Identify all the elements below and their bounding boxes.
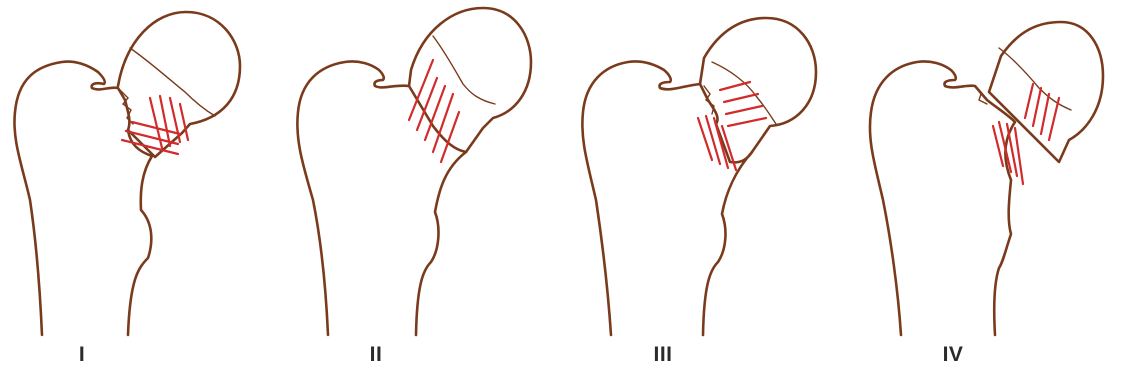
- panel-garden-III: III: [566, 0, 849, 378]
- trabecula: [1033, 88, 1041, 126]
- trabeculae: [698, 82, 766, 170]
- trabecula: [1049, 98, 1059, 140]
- femur-drawing-I: [0, 0, 283, 378]
- panel-garden-I: I: [0, 0, 283, 378]
- femur-drawing-III: [566, 0, 849, 378]
- panel-label: IV: [943, 343, 964, 367]
- fracture-line: [975, 86, 987, 104]
- trabecula: [150, 98, 162, 148]
- trabeculae: [122, 96, 188, 154]
- trabecula: [170, 98, 180, 142]
- panel-label: III: [653, 343, 672, 367]
- trabecula: [714, 118, 728, 168]
- trabecula: [726, 106, 762, 114]
- panel-garden-IV: IV: [849, 0, 1132, 378]
- femur-drawing-IV: [849, 0, 1132, 378]
- physeal-scar: [712, 62, 776, 124]
- trabecula: [720, 82, 750, 90]
- trabeculae: [993, 84, 1059, 184]
- femur-drawing-II: [283, 0, 566, 378]
- femur-outline: [14, 62, 152, 335]
- physeal-scar: [999, 48, 1071, 110]
- trabecula: [724, 94, 758, 102]
- trabecula: [999, 122, 1011, 172]
- trabecula: [1025, 84, 1033, 118]
- panel-garden-II: II: [283, 0, 566, 378]
- trabecula: [425, 86, 445, 140]
- trabecula: [160, 96, 170, 146]
- femur-outline: [297, 61, 466, 335]
- panel-label: II: [370, 343, 383, 367]
- femoral-head: [409, 8, 531, 152]
- trabecula: [698, 118, 712, 160]
- femur-outline: [870, 61, 1015, 335]
- trabecula: [728, 118, 766, 126]
- panel-label: I: [79, 343, 85, 367]
- trabecula: [1041, 94, 1049, 134]
